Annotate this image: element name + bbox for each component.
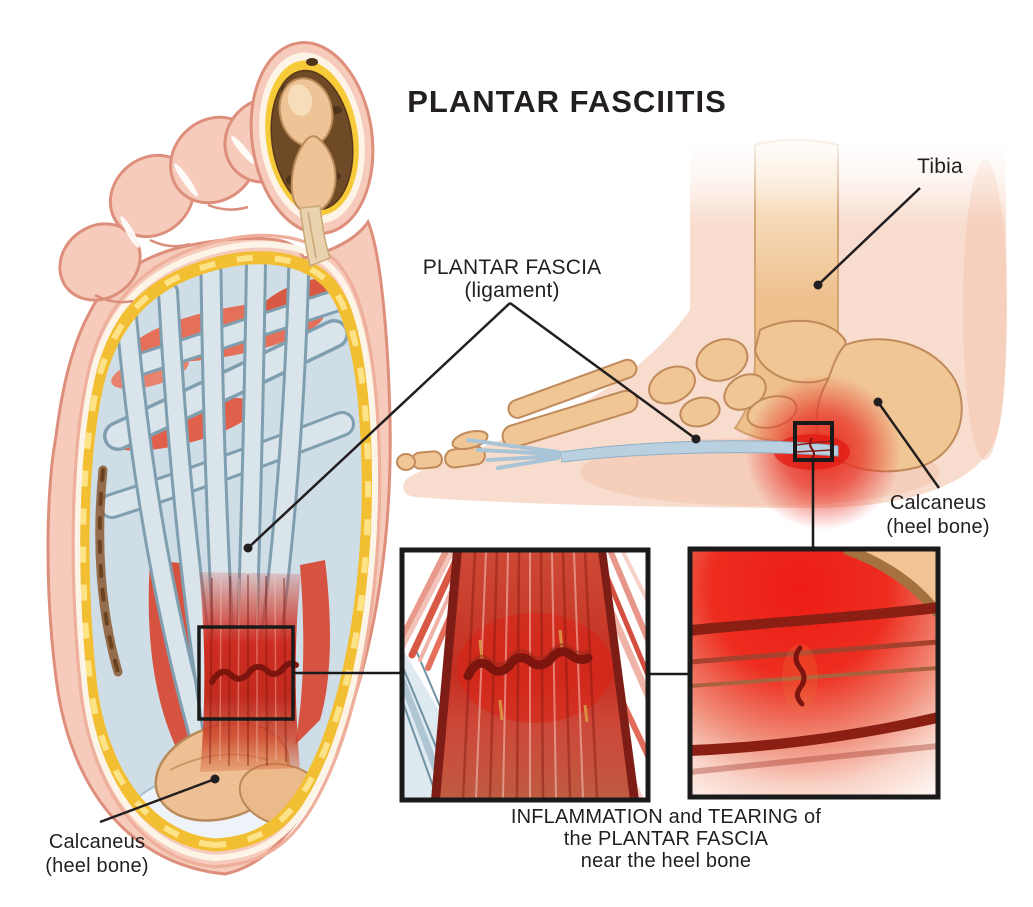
inset-fascia-tear xyxy=(399,547,651,803)
big-toe-cutaway xyxy=(249,41,375,268)
pointer-plantar-fascia-right xyxy=(509,301,701,444)
side-view-foot xyxy=(396,125,1020,530)
inflamed-fascia-zone xyxy=(199,572,301,772)
page-title: PLANTAR FASCIITIS xyxy=(407,84,727,119)
label-calcaneus-side-line1: Calcaneus xyxy=(889,492,987,514)
fade-top-overlay xyxy=(675,125,1020,220)
tear-line-closeup xyxy=(463,647,593,681)
pointer-calcaneus-side xyxy=(873,397,941,489)
label-plantar-fascia-line2: (ligament) xyxy=(464,279,560,302)
tear-line-heel xyxy=(793,645,807,707)
highlight-boxes-and-connectors xyxy=(197,421,834,721)
toe-bone-lower xyxy=(290,135,337,214)
inset-caption-line2: the PLANTAR FASCIA xyxy=(563,828,769,850)
label-calcaneus-side-line2: (heel bone) xyxy=(886,516,990,538)
inset-caption-line3: near the heel bone xyxy=(580,850,752,872)
pointer-lines xyxy=(99,187,941,824)
pointer-calcaneus-plantar xyxy=(99,774,220,824)
inset-caption: INFLAMMATION and TEARING of the PLANTAR … xyxy=(511,806,821,872)
label-tibia: Tibia xyxy=(917,155,963,178)
toe-creases xyxy=(94,136,255,304)
pointer-tibia xyxy=(813,187,921,290)
toe-tendon xyxy=(299,205,331,268)
label-calcaneus-plantar-line1: Calcaneus xyxy=(48,831,146,853)
sole-interior xyxy=(83,257,369,845)
pointer-plantar-fascia-left xyxy=(243,302,511,553)
label-calcaneus-plantar-line2: (heel bone) xyxy=(45,855,149,877)
label-calcaneus-plantar: Calcaneus (heel bone) xyxy=(45,830,148,878)
inset-caption-line1: INFLAMMATION and TEARING of xyxy=(510,806,822,828)
inset-heel-attachment xyxy=(687,546,941,800)
fat-streak xyxy=(95,465,123,677)
label-calcaneus-side: Calcaneus (heel bone) xyxy=(886,491,989,539)
tear-line-plantar xyxy=(209,660,299,685)
plantar-view-foot xyxy=(46,41,392,876)
label-plantar-fascia: PLANTAR FASCIA (ligament) xyxy=(423,256,602,302)
label-plantar-fascia-line1: PLANTAR FASCIA xyxy=(422,256,602,279)
plantar-fascia-band xyxy=(466,437,839,470)
